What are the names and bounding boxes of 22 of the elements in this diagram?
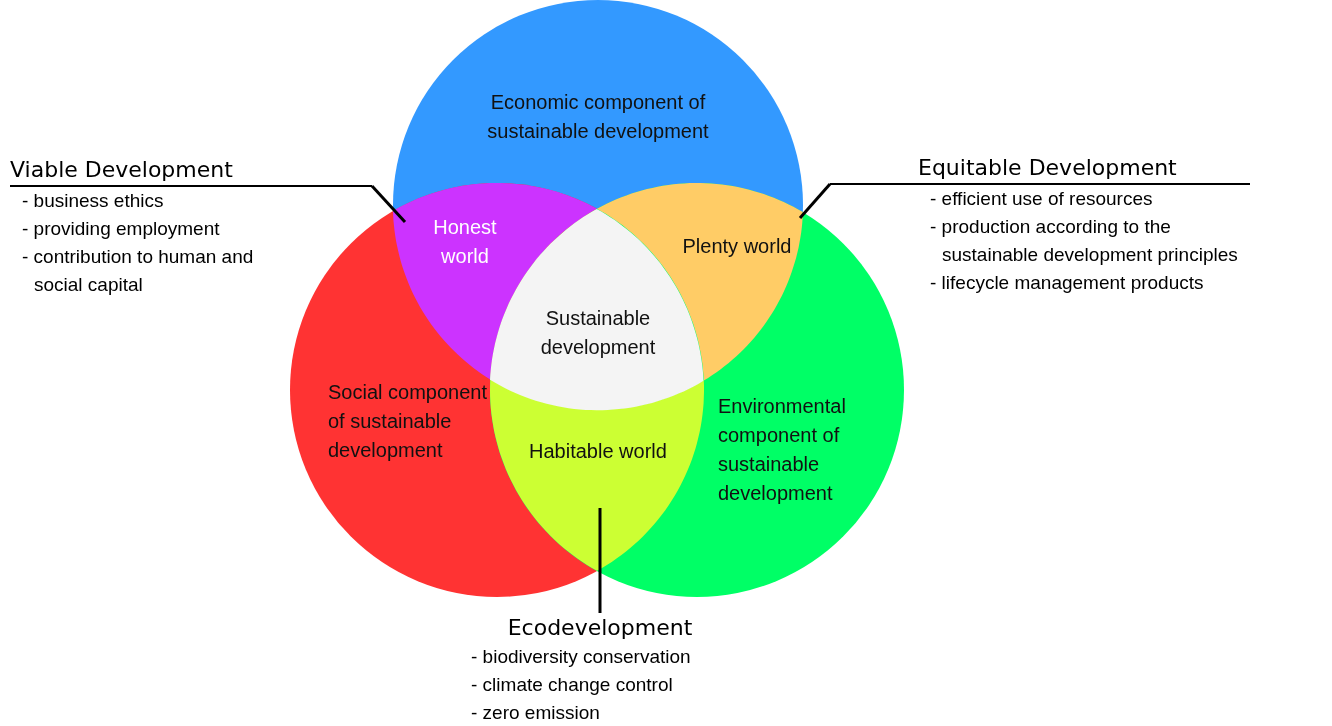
bullet-item: - efficient use of resources <box>930 187 1154 211</box>
region-label: Plenty world <box>682 234 792 260</box>
region-label: Sustainable development <box>539 306 657 360</box>
region-label: Economic component of sustainable development <box>486 90 710 144</box>
heading: Equitable Development <box>830 153 1250 185</box>
region-label: Honest world <box>432 215 498 269</box>
region-label: Social component of sustainable development <box>328 380 488 463</box>
heading: Viable Development <box>10 155 372 187</box>
bullet-item: - providing employment <box>22 217 221 241</box>
leader-line <box>598 508 602 613</box>
bullet-item: - biodiversity conservation <box>471 645 692 669</box>
region-label: Environmental component of sustainable development <box>718 394 847 506</box>
heading: Ecodevelopment <box>506 614 694 642</box>
leader-line <box>798 183 832 219</box>
bullet-item: - climate change control <box>471 673 674 697</box>
bullet-item: - production according to the sustainable development principles <box>930 215 1239 267</box>
leader-line <box>370 185 407 223</box>
bullet-item: - zero emission <box>471 701 601 725</box>
region-label: Habitable world <box>528 439 668 465</box>
bullet-item: - contribution to human and social capital <box>22 245 255 297</box>
bullet-item: - business ethics <box>22 189 165 213</box>
bullet-item: - lifecycle management products <box>930 271 1205 295</box>
